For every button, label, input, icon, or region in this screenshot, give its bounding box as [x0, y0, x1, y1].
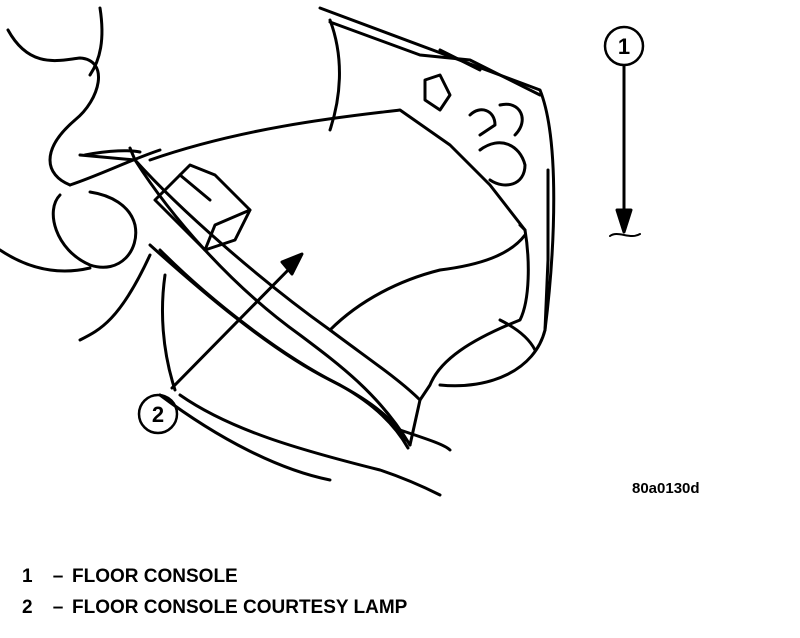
callout-2-number: 2	[152, 402, 164, 427]
legend-number: 2	[22, 597, 33, 618]
callout-1	[603, 25, 645, 237]
line-drawing: 1 2	[0, 6, 645, 497]
legend-label: FLOOR CONSOLE COURTESY LAMP	[72, 597, 408, 618]
courtesy-lamp-lens	[78, 108, 530, 450]
legend-item-courtesy-lamp: 2–FLOOR CONSOLE COURTESY LAMP	[22, 597, 407, 619]
callout-1-number: 1	[618, 34, 630, 59]
floor-console-body	[318, 6, 556, 388]
legend-item-floor-console: 1–FLOOR CONSOLE	[22, 566, 238, 588]
figure-id: 80a0130d	[632, 480, 700, 497]
lower-trim-lines	[158, 273, 452, 497]
legend-separator: –	[52, 597, 64, 618]
lamp-release-tab	[153, 163, 252, 252]
legend-separator: –	[52, 566, 64, 587]
legend-number: 1	[22, 566, 33, 587]
hand-illustration	[0, 6, 162, 342]
legend-label: FLOOR CONSOLE	[72, 566, 238, 587]
callout-2	[137, 252, 304, 435]
